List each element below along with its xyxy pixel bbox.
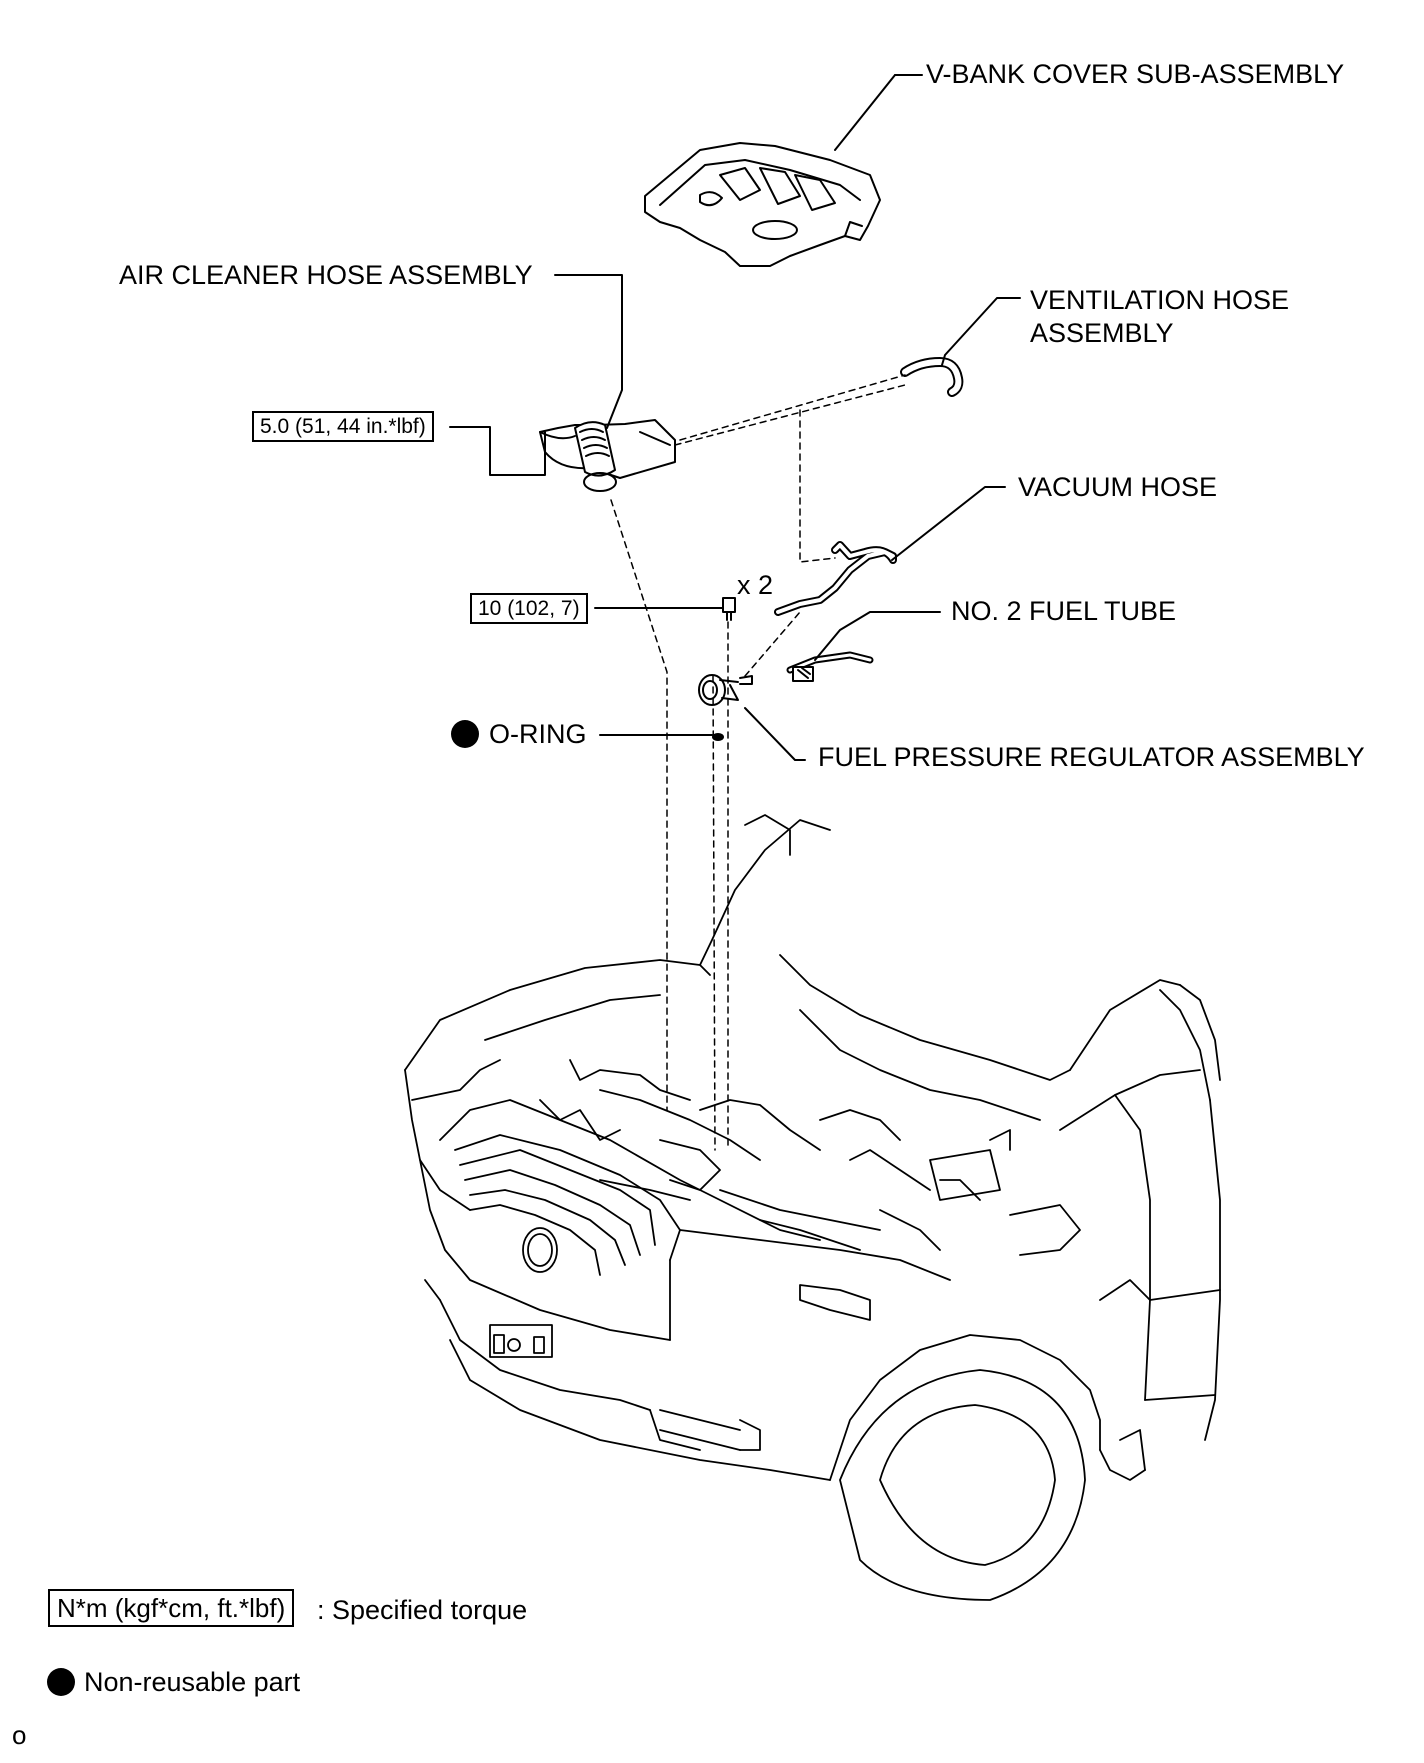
ventilation-hose-label-line2: ASSEMBLY bbox=[1030, 318, 1174, 348]
no2-fuel-tube-label: NO. 2 FUEL TUBE bbox=[951, 596, 1177, 626]
air-cleaner-hose-illustration bbox=[539, 419, 676, 492]
ventilation-hose-illustration bbox=[900, 357, 964, 397]
non-reusable-marker-icon bbox=[451, 720, 479, 748]
legend-non-reusable-label: Non-reusable part bbox=[84, 1667, 301, 1697]
legend-torque-description: : Specified torque bbox=[317, 1595, 528, 1625]
torque-box-regulator-bolt: 10 (102, 7) bbox=[470, 593, 588, 624]
fuel-pressure-regulator-label: FUEL PRESSURE REGULATOR ASSEMBLY bbox=[818, 742, 1365, 772]
v-bank-cover-label: V-BANK COVER SUB-ASSEMBLY bbox=[926, 59, 1345, 89]
o-ring-illustration bbox=[712, 733, 724, 741]
bolt-illustration bbox=[722, 597, 736, 621]
air-cleaner-hose-label: AIR CLEANER HOSE ASSEMBLY bbox=[119, 260, 533, 290]
vehicle-illustration bbox=[404, 814, 1221, 1601]
no2-fuel-tube-illustration bbox=[786, 651, 874, 682]
legend-torque-box: N*m (kgf*cm, ft.*lbf) bbox=[48, 1589, 295, 1627]
dashed-lines bbox=[610, 374, 906, 1151]
o-ring-label: O-RING bbox=[489, 719, 587, 749]
torque-box-air-cleaner: 5.0 (51, 44 in.*lbf) bbox=[252, 411, 434, 442]
footer-code: o bbox=[12, 1720, 27, 1750]
legend-non-reusable-icon bbox=[47, 1668, 75, 1696]
ventilation-hose-label-line1: VENTILATION HOSE bbox=[1030, 285, 1290, 315]
vacuum-hose-illustration bbox=[774, 541, 897, 616]
v-bank-cover-illustration bbox=[644, 142, 881, 267]
vacuum-hose-label: VACUUM HOSE bbox=[1018, 472, 1218, 502]
quantity-label: x 2 bbox=[737, 570, 774, 600]
fuel-pressure-regulator-illustration bbox=[698, 674, 753, 706]
leader-lines bbox=[449, 74, 1021, 761]
